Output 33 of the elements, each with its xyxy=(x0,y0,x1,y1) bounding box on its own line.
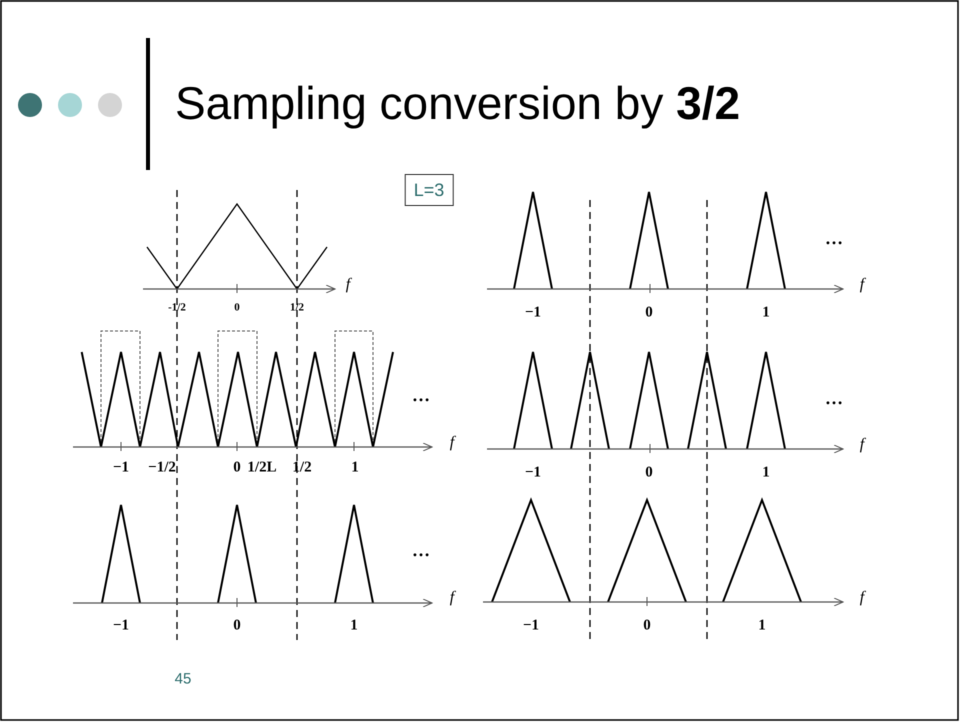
axis-label: f xyxy=(450,590,454,606)
page-number: 45 xyxy=(174,672,192,686)
ellipsis: … xyxy=(825,229,843,247)
ellipsis: … xyxy=(825,389,843,407)
axis-label: f xyxy=(860,437,864,453)
tick-label: 1 xyxy=(762,466,770,480)
tick-label: 0 xyxy=(233,460,241,476)
tick-label: 1 xyxy=(762,306,770,320)
tick-label: 1 xyxy=(758,618,766,634)
tick-label: 0 xyxy=(645,466,653,480)
tick-label: 1 xyxy=(350,618,358,634)
tick-label: 0 xyxy=(233,618,241,634)
tick-label: 0 xyxy=(643,618,651,634)
tick-label: 0 xyxy=(234,302,240,314)
ellipsis: … xyxy=(412,386,430,404)
tick-label: 1 xyxy=(351,460,359,476)
tick-label: −1 xyxy=(112,460,130,476)
tick-label: −1/2 xyxy=(148,460,176,476)
tick-label: 1/2 xyxy=(290,302,304,314)
axis-label: f xyxy=(346,277,350,293)
tick-label: −1 xyxy=(524,466,542,480)
axis-label: f xyxy=(860,590,864,606)
ellipsis: … xyxy=(412,541,430,559)
axis-label: f xyxy=(860,277,864,293)
scale-factor-label: L=3 xyxy=(404,174,454,206)
tick-label: −1 xyxy=(112,618,130,634)
tick-label: −1 xyxy=(522,618,540,634)
tick-label: −1 xyxy=(524,306,542,320)
slide-title: Sampling conversion by 3/2 xyxy=(175,78,740,129)
tick-label: 1/2L xyxy=(247,460,277,476)
tick-label: -1/2 xyxy=(168,302,186,314)
tick-label: 0 xyxy=(645,306,653,320)
axis-label: f xyxy=(450,435,454,451)
